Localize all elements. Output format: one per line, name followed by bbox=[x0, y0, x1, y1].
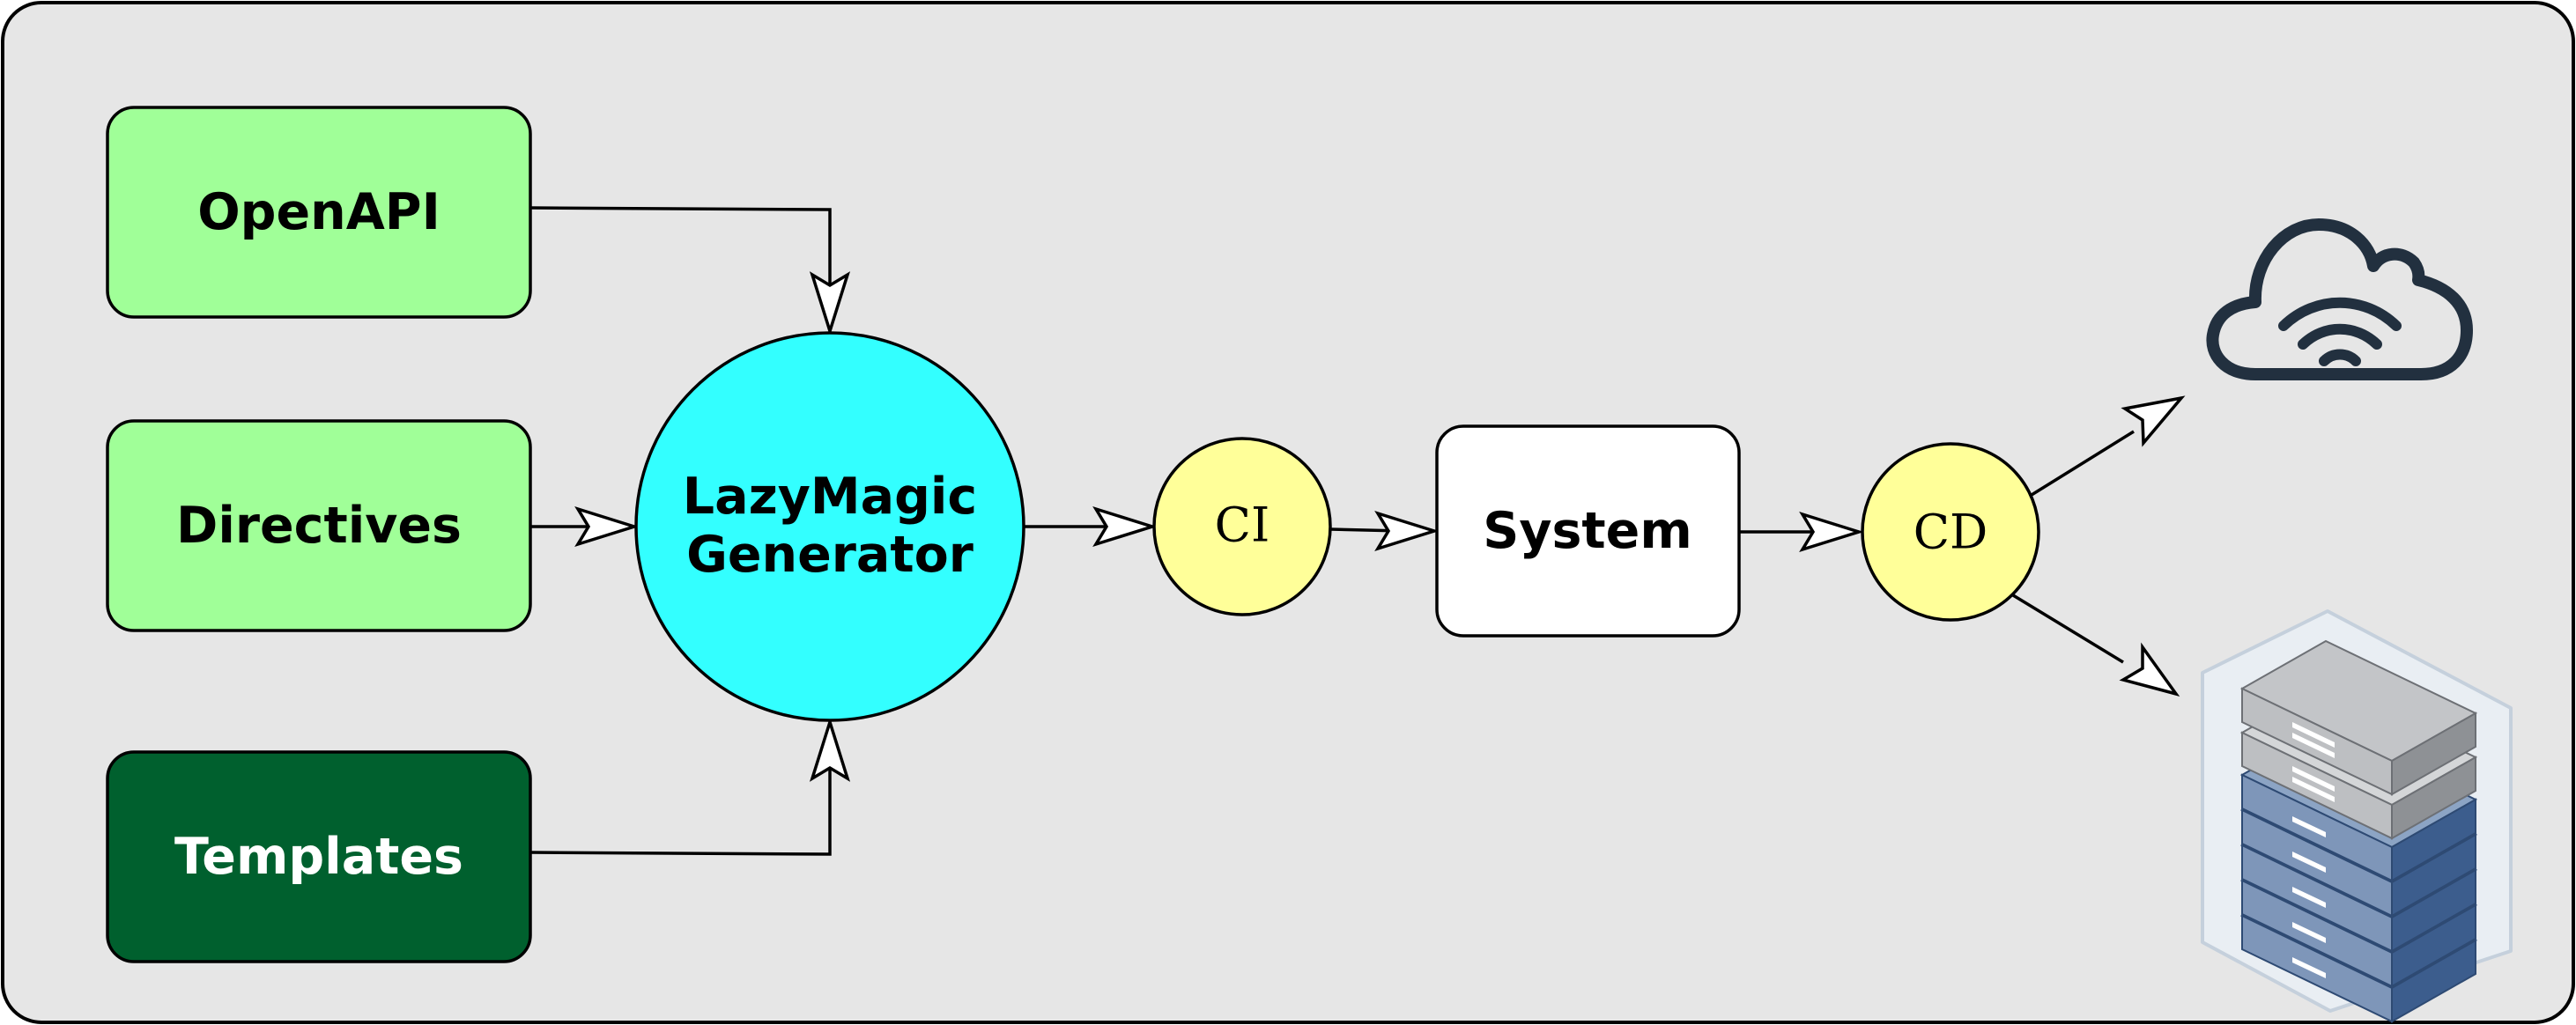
cloud-wifi-icon bbox=[2206, 218, 2473, 380]
cd-label: CD bbox=[1913, 505, 1988, 560]
server-rack-icon bbox=[2201, 609, 2513, 1023]
directives-node: Directives bbox=[106, 419, 532, 632]
server-unit-details bbox=[2292, 722, 2335, 978]
generator-label-line2: Generator bbox=[686, 526, 973, 584]
ci-label: CI bbox=[1215, 498, 1270, 553]
arrowhead-cd bbox=[1799, 511, 1864, 553]
connectors bbox=[529, 206, 2135, 856]
edge-templates-generator bbox=[529, 768, 832, 856]
templates-label: Templates bbox=[174, 828, 463, 886]
arrowheads bbox=[574, 271, 2186, 782]
generator-node: LazyMagic Generator bbox=[634, 331, 1025, 722]
arrowhead-openapi bbox=[809, 271, 851, 336]
generator-label-line1: LazyMagic bbox=[683, 468, 977, 526]
edge-openapi-generator bbox=[529, 206, 832, 284]
system-label: System bbox=[1483, 502, 1691, 560]
arrowhead-directives bbox=[574, 505, 640, 548]
arrowhead-cloud bbox=[2121, 395, 2186, 447]
openapi-node: OpenAPI bbox=[106, 106, 532, 319]
arrowhead-ci bbox=[1092, 505, 1158, 548]
arrowhead-templates bbox=[809, 717, 851, 782]
edge-cd-servers bbox=[2012, 594, 2124, 664]
arrowhead-servers bbox=[2119, 642, 2180, 697]
templates-node: Templates bbox=[106, 750, 532, 963]
server-unit-gray-0 bbox=[2239, 639, 2478, 796]
ci-node: CI bbox=[1152, 437, 1332, 616]
directives-label: Directives bbox=[176, 497, 462, 555]
edge-cd-cloud bbox=[2031, 430, 2135, 497]
arrowhead-system bbox=[1374, 510, 1440, 552]
system-node: System bbox=[1435, 424, 1741, 638]
cd-node: CD bbox=[1861, 442, 2040, 622]
openapi-label: OpenAPI bbox=[197, 183, 440, 241]
